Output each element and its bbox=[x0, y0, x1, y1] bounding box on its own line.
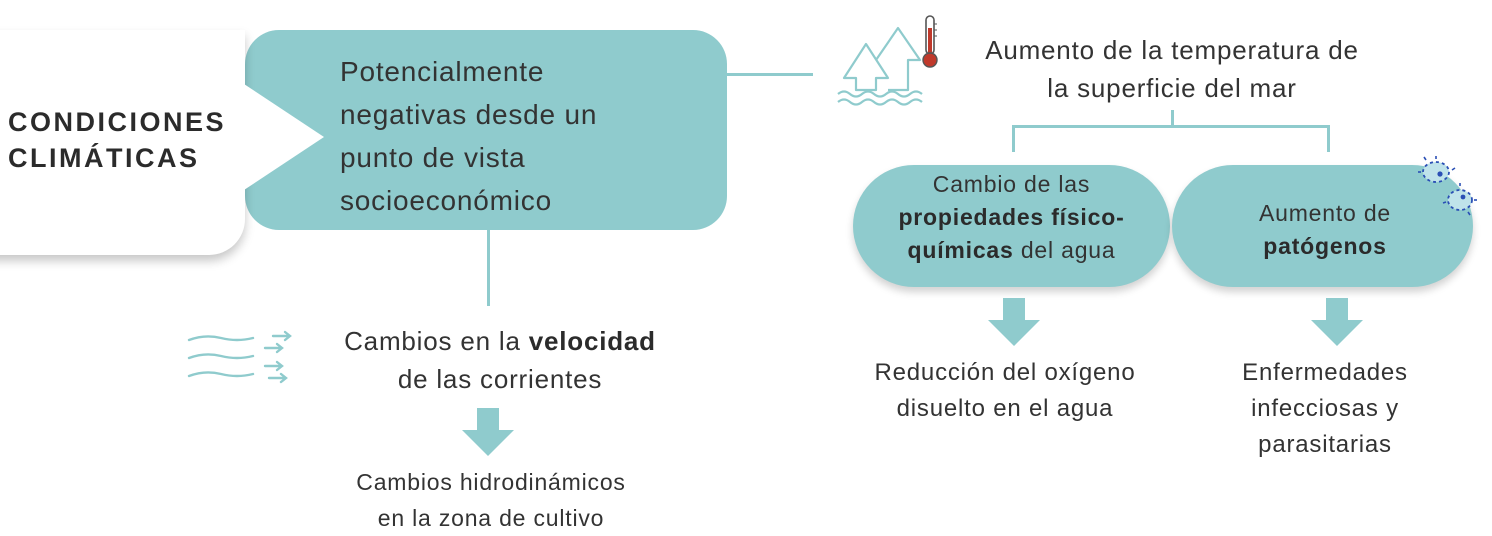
thermometer-icon bbox=[922, 15, 938, 68]
oxygen-reduction-line2: disuelto en el agua bbox=[896, 395, 1114, 422]
sea-temperature-line2: la superficie del mar bbox=[1047, 73, 1297, 103]
hydrodynamic-line2: en la zona de cultivo bbox=[377, 505, 605, 531]
down-arrow-icon bbox=[462, 408, 514, 456]
down-arrow-icon bbox=[988, 298, 1040, 346]
main-box-line: Potencialmente bbox=[340, 56, 545, 87]
pathogen-icon bbox=[1418, 156, 1477, 216]
sea-temperature-label: Aumento de la temperatura de la superfic… bbox=[948, 31, 1396, 107]
conditions-title-line2: CLIMÁTICAS bbox=[8, 143, 200, 173]
wind-icon bbox=[187, 330, 292, 384]
water-properties-bold: químicas bbox=[907, 237, 1014, 263]
connector-sea-stem bbox=[1171, 110, 1174, 127]
conditions-pointer bbox=[244, 84, 324, 190]
pathogens-pill bbox=[1172, 165, 1473, 287]
main-box-line: socioeconómico bbox=[340, 185, 552, 216]
diseases-label: Enfermedades infecciosas y parasitarias bbox=[1195, 355, 1455, 463]
hydrodynamic-line1: Cambios hidrodinámicos bbox=[356, 469, 626, 495]
conditions-title-line1: CONDICIONES bbox=[8, 107, 227, 137]
connector-bracket-right bbox=[1327, 125, 1330, 152]
main-box-text: Potencialmente negativas desde un punto … bbox=[340, 50, 597, 222]
main-box-line: negativas desde un bbox=[340, 99, 598, 130]
connector-bracket-left bbox=[1012, 125, 1015, 152]
oxygen-reduction-line1: Reducción del oxígeno bbox=[874, 359, 1136, 386]
currents-line2: de las corrientes bbox=[397, 364, 603, 394]
currents-prefix: Cambios en la bbox=[344, 326, 529, 356]
water-properties-pill bbox=[853, 165, 1170, 287]
conditions-card bbox=[0, 30, 245, 255]
sea-temperature-line1: Aumento de la temperatura de bbox=[985, 35, 1359, 65]
down-arrow-icon bbox=[1311, 298, 1363, 346]
diseases-line1: Enfermedades bbox=[1242, 359, 1408, 386]
warming-sea-icon bbox=[837, 26, 923, 106]
connector-main-to-currents bbox=[487, 228, 490, 306]
currents-label: Cambios en la velocidad de las corriente… bbox=[310, 322, 690, 398]
hydrodynamic-label: Cambios hidrodinámicos en la zona de cul… bbox=[318, 464, 664, 536]
diseases-line2: infecciosas y bbox=[1251, 395, 1399, 422]
pathogens-bold: patógenos bbox=[1263, 233, 1387, 259]
pathogens-text: Aumento de patógenos bbox=[1200, 197, 1450, 263]
water-properties-text: Cambio de las propiedades físico- químic… bbox=[853, 168, 1170, 267]
oxygen-reduction-label: Reducción del oxígeno disuelto en el agu… bbox=[845, 355, 1165, 427]
pathogens-line1: Aumento de bbox=[1258, 200, 1392, 226]
water-properties-rest: del agua bbox=[1013, 237, 1116, 263]
water-properties-bold: propiedades físico- bbox=[898, 204, 1125, 230]
main-condition-box bbox=[245, 30, 727, 230]
main-box-line: punto de vista bbox=[340, 142, 526, 173]
connector-main-to-sea bbox=[727, 73, 813, 76]
connector-sea-bracket bbox=[1012, 125, 1330, 128]
currents-bold: velocidad bbox=[528, 326, 656, 356]
conditions-title: CONDICIONES CLIMÁTICAS bbox=[8, 104, 226, 176]
water-properties-line1: Cambio de las bbox=[932, 171, 1091, 197]
diseases-line3: parasitarias bbox=[1258, 431, 1392, 458]
